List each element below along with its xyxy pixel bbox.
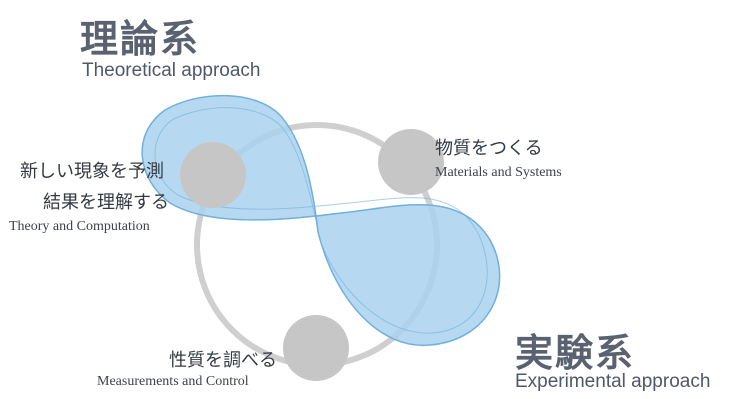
materials-label-jp: 物質をつくる <box>435 138 543 159</box>
measurement-label-jp: 性質を調べる <box>169 350 277 371</box>
experiment-subtitle: Experimental approach <box>515 371 711 392</box>
experiment-title: 実験系 <box>515 331 636 375</box>
measurement-label-en: Measurements and Control <box>97 374 249 389</box>
prediction-label-line1: 新しい現象を予測 <box>20 161 164 182</box>
blue-ribbon-inner <box>154 107 488 334</box>
prediction-label-en: Theory and Computation <box>9 219 150 234</box>
materials-label-en: Materials and Systems <box>435 165 562 180</box>
node-materials <box>378 129 444 195</box>
node-prediction <box>180 142 246 208</box>
theory-title: 理論系 <box>80 17 201 61</box>
theory-subtitle: Theoretical approach <box>82 60 261 81</box>
prediction-label-line2: 結果を理解する <box>43 192 169 213</box>
node-measurement <box>283 315 349 381</box>
